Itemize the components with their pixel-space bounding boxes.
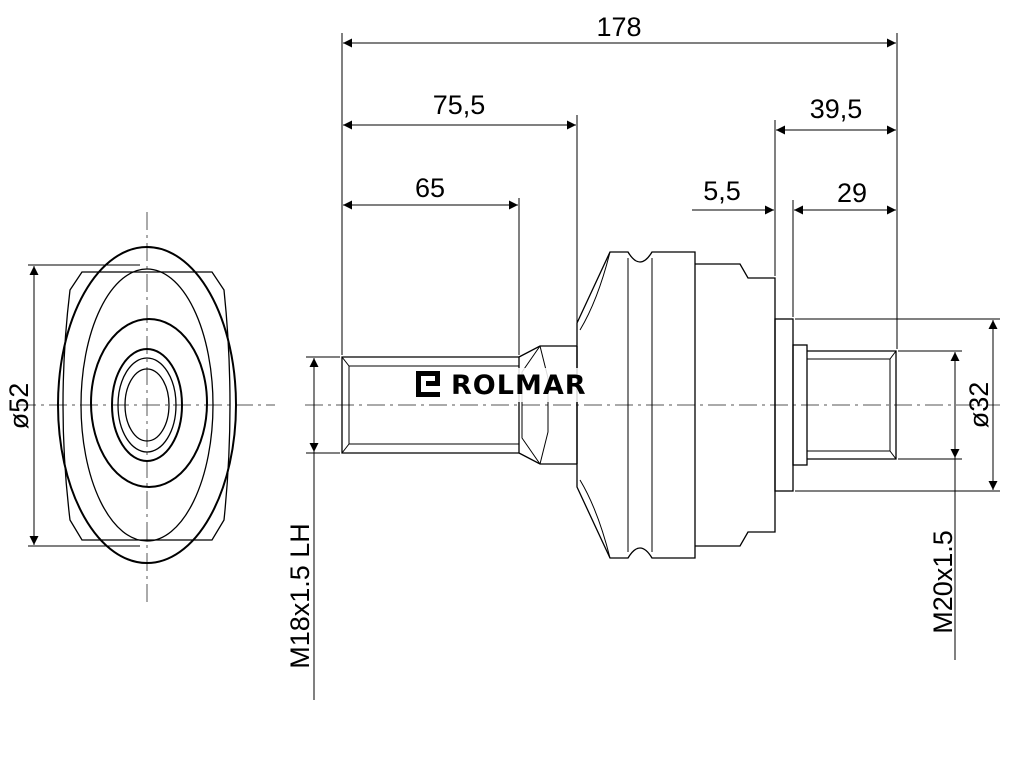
left-thread-spec-label: M18x1.5 LH [285,523,315,669]
boot-shading [579,251,611,559]
overall-length-label: 178 [596,12,641,42]
dim-overall-length: 178 [343,12,896,48]
right-thread-length-label: 29 [837,178,867,208]
left-thread-minor [348,365,519,445]
collar-diameter-label: ø32 [964,382,994,429]
dim-right-thread-length: 29 [808,178,896,215]
dim-left-thread-length: 65 [343,173,518,210]
dim-housing-diameter: ø52 [4,264,140,547]
housing-flat-contour [62,271,231,541]
pin-inner-ring [124,368,170,442]
right-thread-spec-label: M20x1.5 [928,530,958,634]
neck-flats [521,345,549,465]
dim-right-thread-spec: M20x1.5 [898,350,962,660]
dim-collar-diameter: ø32 [795,318,1000,492]
left-thread-outline [341,356,519,454]
side-view [305,251,1000,559]
right-thread-outline [807,350,897,460]
left-shank-length-label: 75,5 [433,90,486,120]
end-view [18,212,275,602]
dim-left-thread-spec: M18x1.5 LH [285,356,340,700]
right-thread-minor [807,358,891,452]
dim-right-shank-length: 39,5 [776,94,896,135]
brand-name: ROLMAR [451,370,587,401]
dim-left-shank-length: 75,5 [343,90,576,130]
ball-seat-outline [90,318,208,488]
brand-watermark: ROLMAR [412,368,612,402]
dim-collar-width: 5,5 [692,176,810,215]
housing-diameter-label: ø52 [4,383,34,430]
collar-step [792,344,808,466]
pin-outer-ring [111,348,183,462]
housing-inner-outline [80,268,214,542]
pin-middle-ring [117,357,177,453]
left-thread-length-label: 65 [415,173,445,203]
brand-logo-icon [416,371,440,397]
extension-lines [341,33,898,355]
collar-width-label: 5,5 [703,176,741,206]
boot-outline [576,251,696,559]
right-shank-length-label: 39,5 [810,94,863,124]
housing-outer-outline [57,246,237,564]
